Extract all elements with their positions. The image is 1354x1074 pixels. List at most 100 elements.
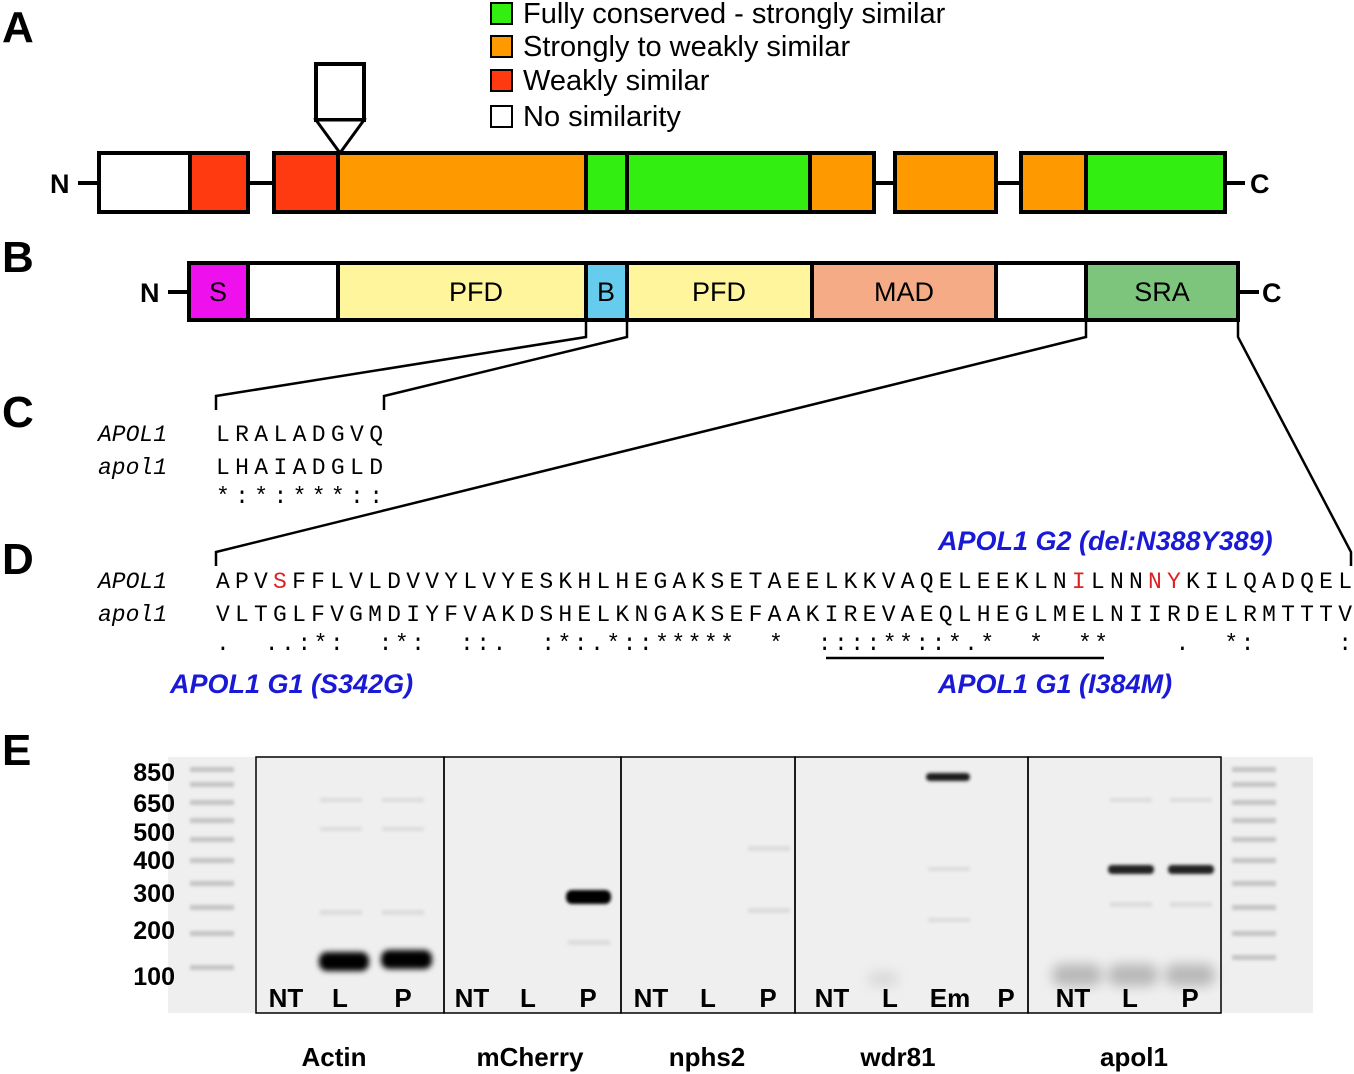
panel-c-human-name: APOL1 — [96, 422, 167, 448]
gel-frames — [255, 756, 1222, 1014]
legend: Fully conserved - strongly similar Stron… — [490, 0, 946, 133]
residue-n388-y389: NY — [1148, 569, 1181, 595]
band-wdr81-embryo — [926, 773, 970, 781]
insertion-marker — [313, 62, 367, 156]
domain-label-s: S — [209, 277, 227, 307]
lane-label-wdr81-em: Em — [930, 983, 970, 1013]
panel-b-n-terminus: N — [140, 278, 160, 308]
lane-label-nphs2-p: P — [759, 983, 776, 1013]
ladder-label-200: 200 — [133, 917, 175, 945]
ladder-left — [190, 767, 234, 970]
ladder-labels: 850 650 500 400 300 200 100 — [133, 759, 175, 991]
a-block-4 — [336, 151, 588, 214]
panel-d-zebrafish-name: apol1 — [98, 602, 167, 628]
panel-d-letter: D — [2, 535, 34, 584]
ladder-label-300: 300 — [133, 880, 175, 908]
ladder-label-850: 850 — [133, 759, 175, 787]
label-g2-deletion: APOL1 G2 (del:N388Y389) — [937, 526, 1273, 556]
gene-label-actin: Actin — [302, 1042, 367, 1072]
domain-unlabeled-2 — [994, 261, 1088, 322]
panel-a-protein-map: N C — [50, 151, 1270, 214]
panel-d-consensus: . ..:*: :*: ::. :*:.*::***** * ::::**::*… — [216, 631, 1352, 657]
lane-label-actin-p: P — [394, 983, 411, 1013]
a-block-2 — [188, 151, 250, 214]
lane-label-apol1-nt: NT — [1056, 983, 1091, 1013]
ladder-right — [1232, 767, 1276, 960]
human-seq-part-1: APV — [216, 569, 268, 595]
ladder-label-100: 100 — [133, 963, 175, 991]
lane-label-mcherry-nt: NT — [455, 983, 490, 1013]
residue-s342: S — [273, 569, 287, 595]
panel-c-zebrafish-name: apol1 — [98, 455, 167, 481]
residue-i384: I — [1072, 569, 1086, 595]
primer-dimer-smears — [868, 964, 1215, 986]
panel-b-letter: B — [2, 233, 34, 282]
legend-label-no-similarity: No similarity — [523, 101, 681, 133]
ladder-label-650: 650 — [133, 790, 175, 818]
domain-pfd-2 — [625, 261, 814, 322]
lane-label-actin-l: L — [332, 983, 348, 1013]
lane-label-apol1-p: P — [1181, 983, 1198, 1013]
panel-c-consensus: *:*:***:: — [216, 484, 383, 510]
gene-label-apol1: apol1 — [1100, 1042, 1168, 1072]
gene-label-nphs2: nphs2 — [669, 1042, 746, 1072]
domain-signal-peptide — [187, 261, 250, 322]
panel-a-c-terminus: C — [1250, 169, 1270, 199]
panel-b-domain-map: N C S PFD B PFD MAD SRA — [140, 261, 1282, 322]
lane-label-nphs2-l: L — [700, 983, 716, 1013]
domain-label-pfd-2: PFD — [692, 277, 746, 307]
panel-c-letter: C — [2, 388, 34, 437]
ladder-label-400: 400 — [133, 847, 175, 875]
lane-label-actin-nt: NT — [269, 983, 304, 1013]
legend-label-fully-conserved: Fully conserved - strongly similar — [523, 0, 946, 30]
lane-label-apol1-l: L — [1122, 983, 1138, 1013]
gene-label-mcherry: mCherry — [477, 1042, 584, 1072]
lane-label-mcherry-p: P — [579, 983, 596, 1013]
legend-swatch-no-similarity — [490, 105, 513, 128]
label-g1-s342g: APOL1 G1 (S342G) — [169, 669, 413, 699]
band-actin-podocyte — [381, 950, 432, 969]
domain-label-sra: SRA — [1134, 277, 1190, 307]
lane-labels: NT L P NT L P NT L P NT L Em P NT L P — [269, 983, 1199, 1013]
human-seq-part-2: FFLVLDVVYLVYESKHLHEGAKSETAEELKKVAQELEEKL… — [292, 569, 1067, 595]
band-actin-liver — [319, 952, 369, 971]
a-block-5 — [584, 151, 629, 214]
a-block-1 — [97, 151, 192, 214]
label-g1-i384m: APOL1 G1 (I384M) — [937, 669, 1172, 699]
faint-bands — [320, 798, 1212, 945]
band-apol1-podocyte — [1168, 865, 1214, 874]
gel-bands — [319, 773, 1214, 971]
human-seq-part-3: LNN — [1091, 569, 1143, 595]
domain-label-mad: MAD — [874, 277, 934, 307]
domain-sra — [1084, 261, 1240, 322]
band-mcherry-podocyte — [566, 890, 611, 904]
panel-c-zebrafish-seq: LHAIADGLD — [216, 455, 383, 481]
lane-label-nphs2-nt: NT — [634, 983, 669, 1013]
panel-d-zebrafish-seq: VLTGLFVGMDIYFVAKDSHELKNGAKSEFAAKIREVAEQL… — [216, 602, 1352, 628]
panel-e-letter: E — [2, 726, 31, 775]
legend-swatch-strong-to-weak — [490, 35, 513, 58]
human-seq-part-4: KILQADQEL — [1186, 569, 1352, 595]
band-apol1-liver — [1108, 865, 1154, 874]
panel-a-letter: A — [2, 3, 34, 52]
domain-label-b: B — [597, 277, 615, 307]
a-block-7 — [808, 151, 876, 214]
panel-c-human-seq: LRALADGVQ — [216, 422, 383, 448]
legend-swatch-weakly-similar — [490, 69, 513, 92]
gene-labels: Actin mCherry nphs2 wdr81 apol1 — [302, 1042, 1168, 1072]
a-block-8 — [893, 151, 998, 214]
domain-mad — [810, 261, 998, 322]
a-block-9 — [1019, 151, 1088, 214]
a-block-6 — [625, 151, 812, 214]
lane-label-wdr81-p: P — [997, 983, 1014, 1013]
a-block-3 — [272, 151, 340, 214]
legend-swatch-fully-conserved — [490, 2, 513, 25]
panel-b-c-terminus: C — [1262, 278, 1282, 308]
panel-a-n-terminus: N — [50, 169, 70, 199]
lane-label-wdr81-l: L — [882, 983, 898, 1013]
domain-unlabeled-1 — [246, 261, 340, 322]
lane-label-wdr81-nt: NT — [815, 983, 850, 1013]
legend-label-weakly-similar: Weakly similar — [523, 65, 710, 97]
lane-label-mcherry-l: L — [520, 983, 536, 1013]
